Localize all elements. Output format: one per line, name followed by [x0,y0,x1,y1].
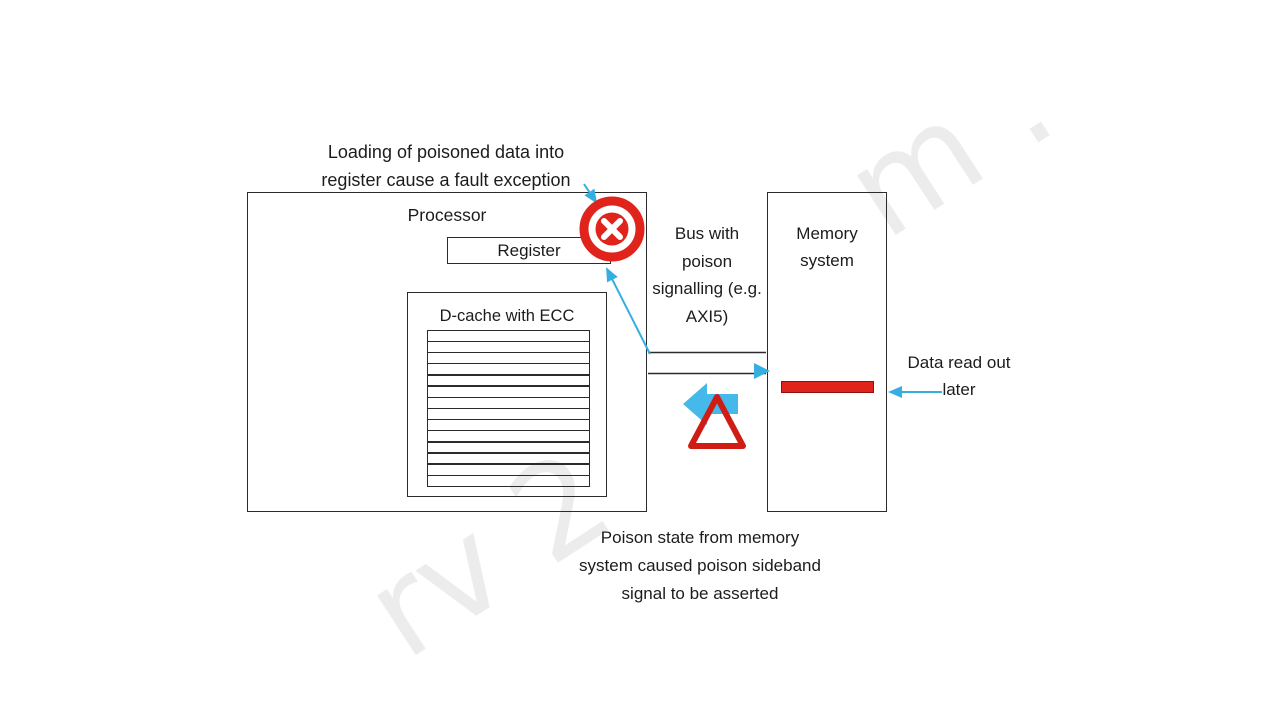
dcache-box [407,292,607,497]
cache-line [428,430,589,432]
cache-line [428,418,589,421]
memory-system-label: Memory system [796,224,858,270]
memory-system-box [767,192,887,512]
register-box: Register [447,237,611,264]
register-label: Register [497,240,561,260]
poison-sideband-annotation: Poison state from memory system caused p… [579,528,821,603]
cache-line [428,441,589,443]
cache-line [428,374,589,376]
cache-line [428,351,589,354]
cache-line [428,385,589,387]
poisoned-data-bar [781,381,874,393]
cache-line [428,452,589,454]
cache-line [428,463,589,465]
cache-line [428,407,589,410]
cache-line [428,363,589,365]
cache-line [428,474,589,477]
cache-line [428,340,589,343]
dcache-label: D-cache with ECC [439,307,575,325]
bus-label: Bus with poison signalling (e.g. AXI5) [652,224,762,326]
processor-label: Processor [407,205,487,225]
cache-line [428,396,589,398]
cache-lines [427,330,590,487]
data-read-out-label: Data read out later [907,353,1011,399]
fault-exception-annotation: Loading of poisoned data into register c… [321,142,571,190]
